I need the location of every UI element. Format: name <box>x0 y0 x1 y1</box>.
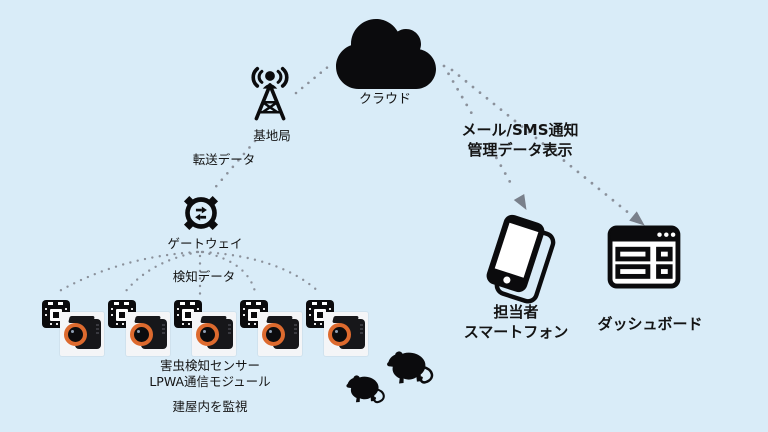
pest-sensor-unit <box>306 300 368 358</box>
sensor-caption-line1: 害虫検知センサー <box>159 358 260 373</box>
camera-sensor-image <box>258 312 302 356</box>
notification-label-line2: 管理データ表示 <box>467 141 573 160</box>
smartphone-label: 担当者 スマートフォン <box>436 302 596 343</box>
sensor-caption: 害虫検知センサー LPWA通信モジュール <box>90 358 330 391</box>
notification-label-line1: メール/SMS通知 <box>461 121 579 139</box>
cloud-label: クラウド <box>358 92 411 107</box>
arrowhead-to-smartphone-icon <box>513 194 527 210</box>
pest-sensor-unit <box>174 300 236 358</box>
dotted-line-gateway-to-sensor-2 <box>120 250 200 298</box>
camera-sensor-image <box>126 312 170 356</box>
smartphone-label-line2: スマートフォン <box>463 323 569 342</box>
cloud-icon <box>336 19 436 89</box>
gateway-icon <box>183 195 219 231</box>
mouse-icon <box>346 375 385 404</box>
arrowhead-to-dashboard-icon <box>629 211 645 226</box>
smartphone-icon <box>486 214 556 304</box>
dotted-line-gateway-to-sensor-4 <box>200 250 258 298</box>
antenna-tower-icon <box>251 66 289 121</box>
mouse-icon <box>387 351 434 384</box>
sensor-caption-line2: LPWA通信モジュール <box>149 374 271 390</box>
camera-sensor-image <box>60 312 104 356</box>
dotted-line-gateway-to-sensor-1 <box>54 250 199 295</box>
camera-sensor-image <box>192 312 236 356</box>
pest-sensor-unit <box>108 300 170 358</box>
detection-data-label: 検知データ <box>172 269 236 284</box>
dotted-line-cloud-to-smartphone <box>442 64 516 191</box>
dashboard-window-icon <box>607 225 681 289</box>
notification-label: メール/SMS通知 管理データ表示 <box>440 120 600 161</box>
camera-sensor-image <box>324 312 368 356</box>
sensor-row <box>42 300 368 358</box>
pest-sensor-unit <box>42 300 104 358</box>
dotted-line-base-station-to-cloud <box>294 64 331 95</box>
gateway-label: ゲートウェイ <box>167 236 243 251</box>
base-station-label: 基地局 <box>253 128 291 143</box>
pest-sensor-unit <box>240 300 302 358</box>
transfer-data-label: 転送データ <box>192 152 256 167</box>
monitoring-caption: 建屋内を監視 <box>172 399 248 414</box>
dashboard-label: ダッシュボード <box>597 315 703 333</box>
smartphone-label-line1: 担当者 <box>493 303 539 321</box>
